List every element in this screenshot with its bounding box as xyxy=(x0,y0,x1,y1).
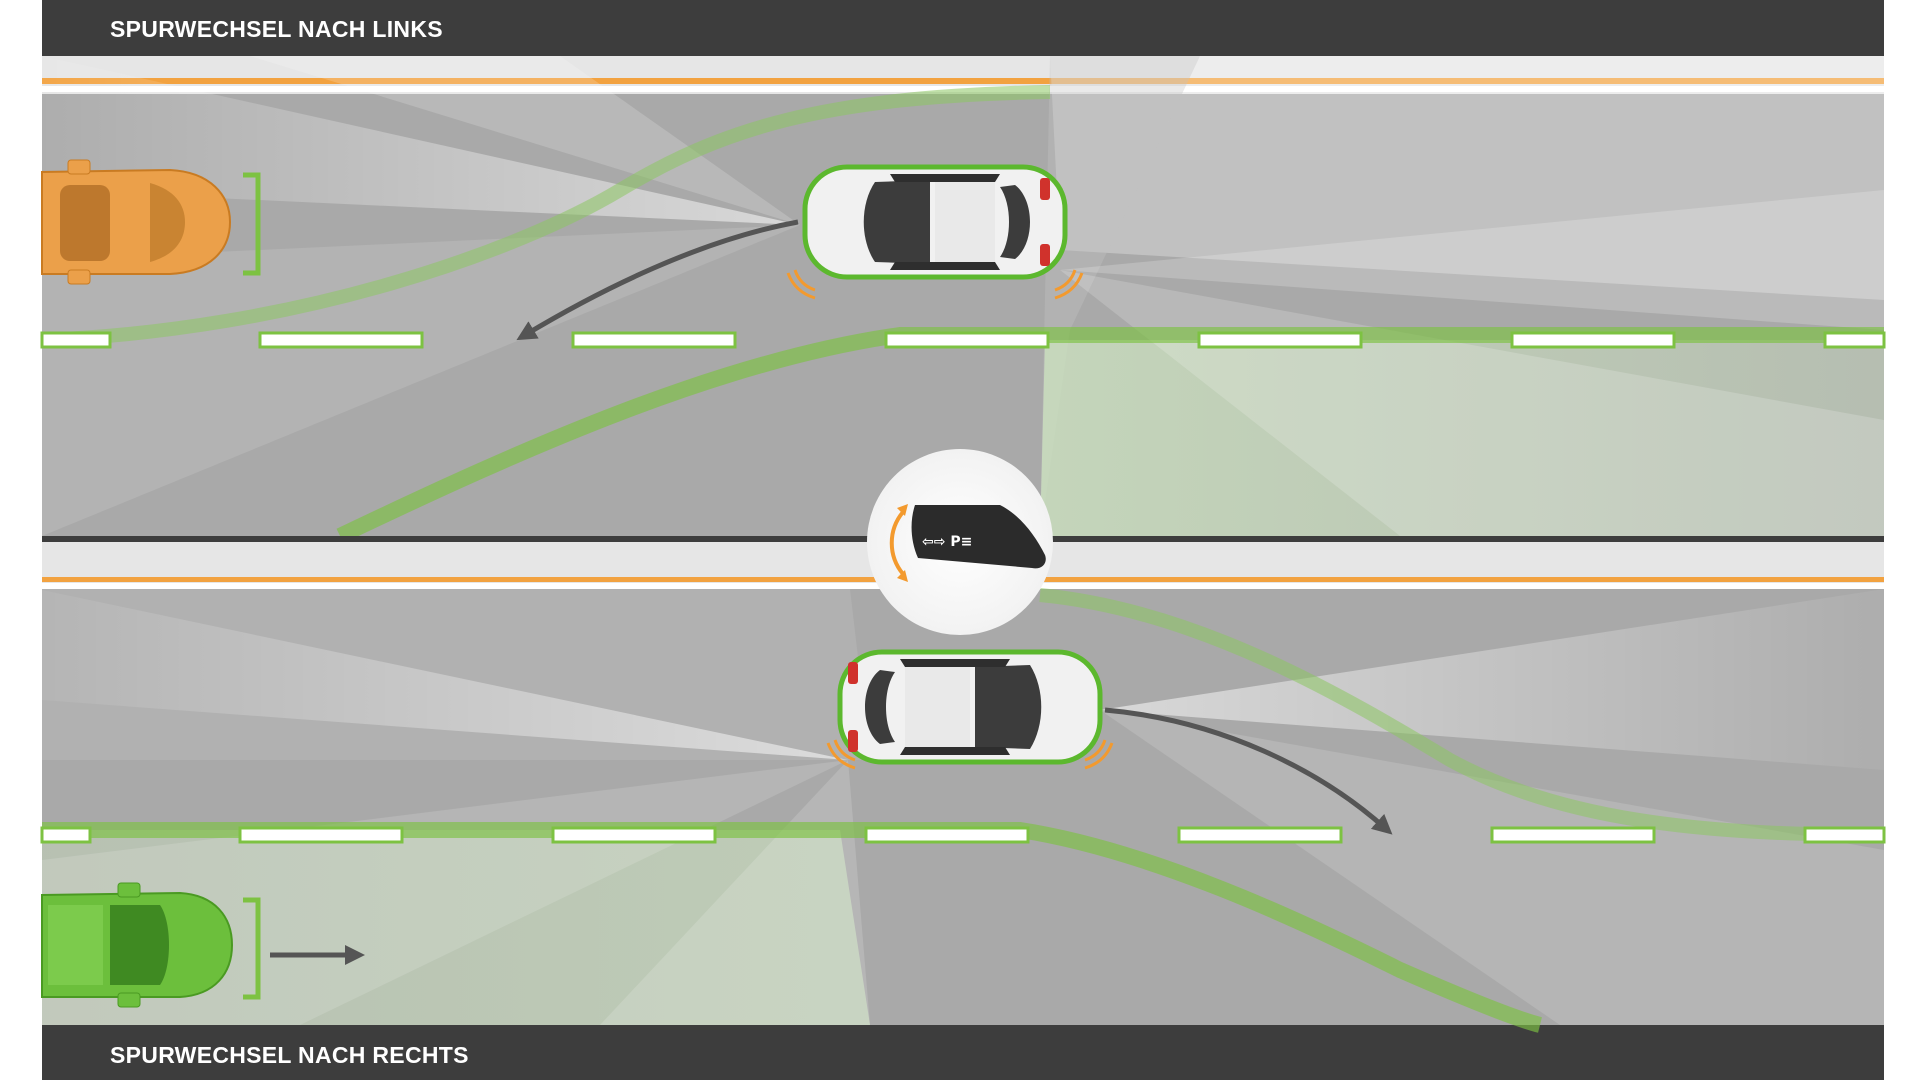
ego-car-bottom-sensor-waves xyxy=(826,739,1114,770)
top-radar-zone-shade xyxy=(1040,56,1200,536)
ego-car-bottom xyxy=(837,649,1103,765)
top-header-bar xyxy=(42,0,1884,56)
top-radar-zone-front xyxy=(1050,56,1884,300)
bottom-radar-zone-shade xyxy=(42,589,870,760)
bottom-adjacent-lane-zone xyxy=(42,830,870,1025)
bottom-panel xyxy=(40,542,1886,1033)
green-car xyxy=(41,882,234,1008)
top-lane-change-arrow xyxy=(516,219,799,341)
orange-car xyxy=(41,159,232,285)
top-panel-title: SPURWECHSEL NACH LINKS xyxy=(110,16,443,42)
turn-signal-badge: ⇦⇨ P≡ xyxy=(867,449,1053,635)
ego-car-top xyxy=(802,164,1068,280)
top-lane-markings xyxy=(40,331,1886,349)
top-rear-sensor-cone-1 xyxy=(42,56,800,225)
stalk-movement-arc-icon xyxy=(889,510,905,576)
stalk-down-arrow-icon xyxy=(897,570,908,582)
top-edge-line-orange xyxy=(42,78,1884,84)
top-front-sensor-cone-2 xyxy=(1060,190,1884,330)
bottom-lane-markings xyxy=(40,826,1886,844)
top-trajectory-band-2 xyxy=(336,327,1884,544)
top-rear-sensor-cone-2 xyxy=(42,225,800,536)
bottom-front-sensor-cone-2 xyxy=(1100,710,1884,1025)
bottom-rear-sensor-cone-1 xyxy=(42,590,848,760)
ego-car-top-sensor-waves xyxy=(786,269,1084,300)
bottom-trajectory-band-1 xyxy=(1039,588,1885,842)
stalk-label: ⇦⇨ P≡ xyxy=(922,534,972,550)
turn-signal-stalk-icon xyxy=(911,505,1046,569)
top-rear-sensor-cone-3 xyxy=(250,56,800,225)
bottom-trajectory-band-2 xyxy=(42,822,1543,1033)
top-trajectory-band-1 xyxy=(41,85,1051,347)
bottom-panel-title: SPURWECHSEL NACH RECHTS xyxy=(110,1042,469,1068)
orange-car-detection-bracket xyxy=(243,172,261,276)
top-panel xyxy=(40,56,1886,544)
bottom-footer-bar xyxy=(42,1025,1884,1080)
stalk-up-arrow-icon xyxy=(897,504,908,516)
green-car-detection-bracket xyxy=(243,897,261,1000)
top-adjacent-lane-zone xyxy=(1040,340,1884,536)
bottom-lane-change-arrow xyxy=(1104,707,1393,835)
bottom-front-sensor-cone-1 xyxy=(1100,589,1884,770)
